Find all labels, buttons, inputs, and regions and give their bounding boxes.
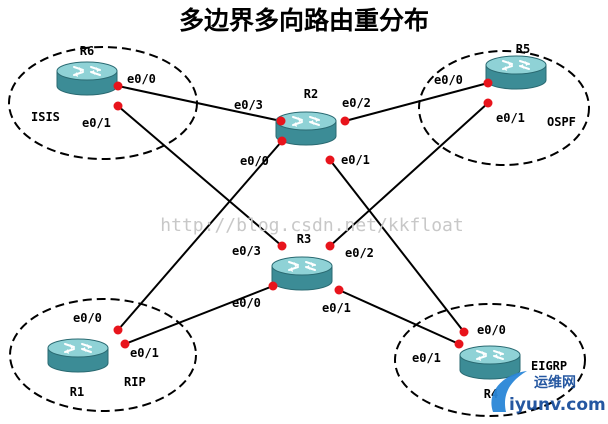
intf-label-r5-e01: e0/1 <box>496 111 525 125</box>
logo-text-en: iyunv.com <box>509 395 606 415</box>
link-r2-r1 <box>117 140 283 331</box>
link-r6-r2 <box>117 85 282 122</box>
link-r6-r3 <box>117 105 283 247</box>
port-dot-r4-e00 <box>459 327 469 337</box>
port-dot-r3-e01 <box>334 285 344 295</box>
router-r6[interactable] <box>56 61 118 96</box>
domain-label-rip: RIP <box>124 375 146 389</box>
domain-label-ospf: OSPF <box>547 115 576 129</box>
intf-label-r2-e03: e0/3 <box>234 98 263 112</box>
intf-label-r6-e00: e0/0 <box>127 72 156 86</box>
port-dot-r2-e01 <box>325 155 335 165</box>
link-r2-r5 <box>344 82 489 122</box>
port-dot-r3-e03 <box>277 241 287 251</box>
intf-label-r5-e00: e0/0 <box>434 73 463 87</box>
logo-swoosh-icon <box>491 371 527 412</box>
domain-label-isis: ISIS <box>31 110 60 124</box>
intf-label-r2-e00: e0/0 <box>240 154 269 168</box>
eigrp-domain-boundary <box>394 303 586 417</box>
router-label-r3: R3 <box>297 232 311 246</box>
router-r4[interactable] <box>459 345 521 380</box>
intf-label-r4-e01: e0/1 <box>412 351 441 365</box>
port-dot-r2-e00 <box>277 136 287 146</box>
router-r1[interactable] <box>47 338 109 373</box>
intf-label-r2-e01: e0/1 <box>341 153 370 167</box>
router-r3[interactable] <box>271 256 333 291</box>
logo-text-cn: 运维网 <box>534 374 576 391</box>
router-label-r1: R1 <box>70 385 84 399</box>
link-r3-r4 <box>338 289 460 345</box>
router-label-r6: R6 <box>80 44 94 58</box>
port-dot-r3-e02 <box>325 241 335 251</box>
link-r2-r4 <box>329 159 465 333</box>
intf-label-r3-e03: e0/3 <box>232 244 261 258</box>
port-dot-r5-e01 <box>483 98 493 108</box>
rip-domain-boundary <box>9 298 197 412</box>
port-dot-r6-e01 <box>113 101 123 111</box>
port-dot-r1-e01 <box>120 339 130 349</box>
intf-label-r4-e00: e0/0 <box>477 323 506 337</box>
site-logo: 运维网 iyunv.com <box>491 371 606 415</box>
port-dot-r1-e00 <box>113 325 123 335</box>
intf-label-r3-e00: e0/0 <box>232 296 261 310</box>
diagram-title: 多边界多向路由重分布 <box>179 6 429 35</box>
port-dot-r6-e00 <box>113 81 123 91</box>
port-dot-r2-e03 <box>276 116 286 126</box>
intf-label-r3-e01: e0/1 <box>322 301 351 315</box>
port-dot-r4-e01 <box>454 339 464 349</box>
port-dot-r3-e00 <box>268 281 278 291</box>
intf-label-r1-e01: e0/1 <box>130 346 159 360</box>
watermark-url: http://blog.csdn.net/kkfloat <box>160 215 463 236</box>
port-dot-r5-e00 <box>483 78 493 88</box>
router-label-r5: R5 <box>516 42 530 56</box>
intf-label-r3-e02: e0/2 <box>345 246 374 260</box>
intf-label-r1-e00: e0/0 <box>73 311 102 325</box>
ospf-domain-boundary <box>418 50 590 166</box>
link-r5-r3 <box>329 102 489 247</box>
intf-label-r2-e02: e0/2 <box>342 96 371 110</box>
domain-label-eigrp: EIGRP <box>531 359 567 373</box>
intf-label-r6-e01: e0/1 <box>82 116 111 130</box>
port-dot-r2-e02 <box>340 116 350 126</box>
router-label-r2: R2 <box>304 87 318 101</box>
link-r3-r1 <box>124 285 274 345</box>
router-r5[interactable] <box>485 55 547 90</box>
